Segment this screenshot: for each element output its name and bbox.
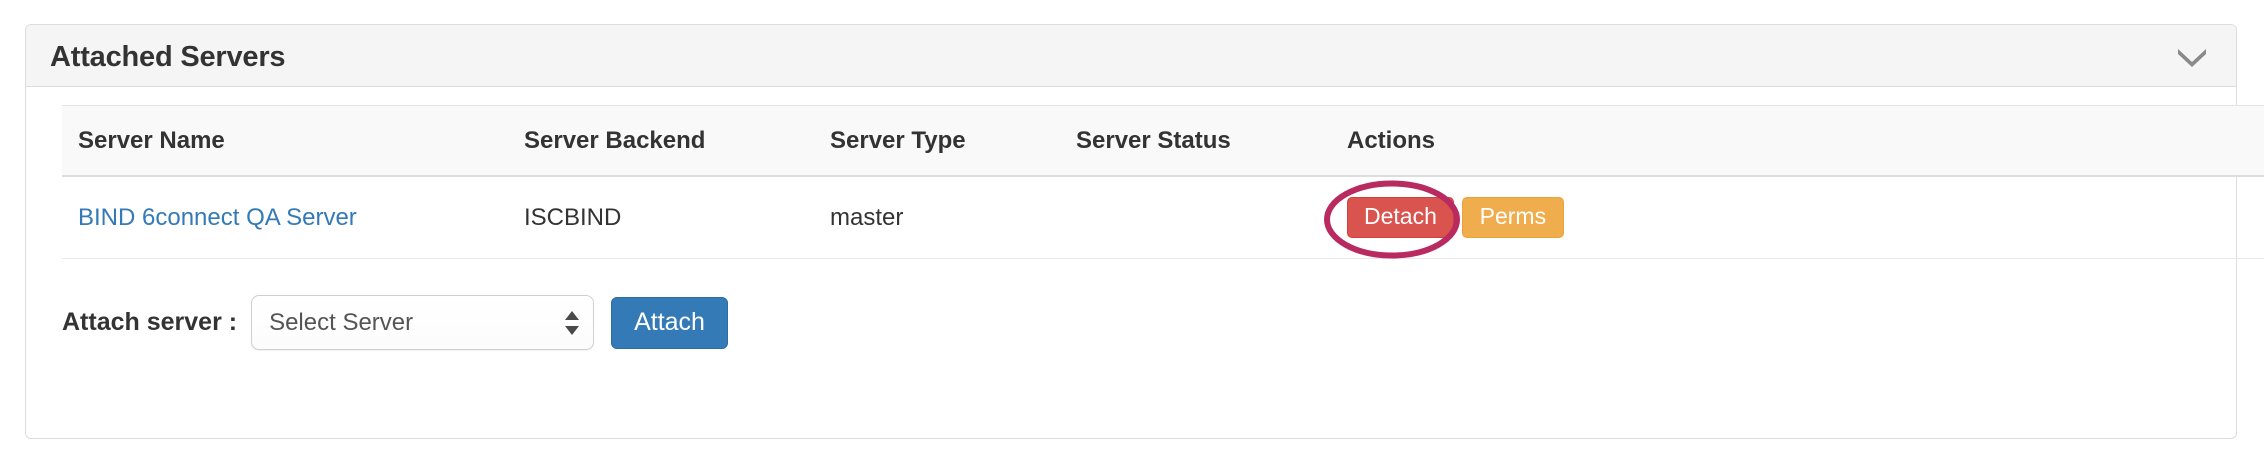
server-select[interactable]: Select Server bbox=[251, 295, 595, 350]
server-name-link[interactable]: BIND 6connect QA Server bbox=[78, 203, 357, 231]
cell-server-status bbox=[1060, 176, 1331, 259]
column-header-server-backend: Server Backend bbox=[508, 105, 814, 177]
cell-actions: Detach Perms bbox=[1324, 176, 2264, 259]
panel-header: Attached Servers bbox=[26, 25, 2236, 87]
table-header-row: Server Name Server Backend Server Type S… bbox=[62, 105, 2264, 177]
panel-collapse-toggle[interactable] bbox=[2172, 40, 2212, 72]
server-select-value: Select Server bbox=[269, 308, 414, 336]
perms-button[interactable]: Perms bbox=[1461, 197, 1564, 238]
attach-server-form: Attach server : Select Server Attach bbox=[62, 295, 728, 350]
column-header-actions: Actions bbox=[1331, 105, 2264, 177]
panel-body: Server Name Server Backend Server Type S… bbox=[26, 87, 2264, 439]
table-header: Server Name Server Backend Server Type S… bbox=[62, 105, 2264, 177]
column-header-server-type: Server Type bbox=[814, 105, 1060, 177]
cell-server-backend: ISCBIND bbox=[508, 176, 814, 259]
action-button-group: Detach Perms bbox=[1324, 180, 1564, 259]
detach-button[interactable]: Detach bbox=[1347, 197, 1454, 238]
attach-server-label: Attach server : bbox=[62, 308, 238, 336]
select-stepper-icon bbox=[564, 310, 580, 335]
attached-servers-table: Server Name Server Backend Server Type S… bbox=[62, 105, 2264, 259]
column-header-server-status: Server Status bbox=[1060, 105, 1331, 177]
attached-servers-panel: Attached Servers Server Name Server Back… bbox=[25, 24, 2264, 439]
table-row: BIND 6connect QA Server ISCBIND master bbox=[62, 176, 2264, 259]
page-title: Attached Servers bbox=[50, 41, 286, 73]
attach-button[interactable]: Attach bbox=[611, 296, 728, 349]
cell-server-type: master bbox=[814, 176, 1060, 259]
table-body: BIND 6connect QA Server ISCBIND master bbox=[62, 176, 2264, 259]
column-header-server-name: Server Name bbox=[62, 105, 508, 177]
chevron-down-icon bbox=[2175, 45, 2209, 67]
cell-server-name: BIND 6connect QA Server bbox=[62, 176, 508, 259]
